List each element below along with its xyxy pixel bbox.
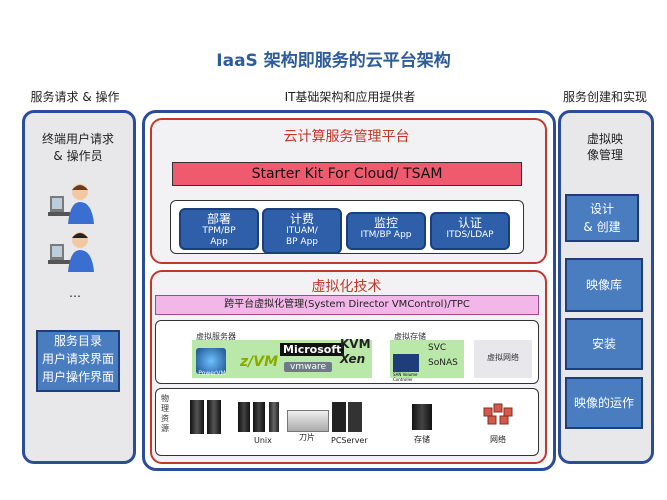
service-box-line: 用户请求界面 [41, 352, 114, 366]
design-create-line: 设计 [589, 202, 614, 216]
monitor-box: 监控 ITM/BP App [346, 212, 426, 250]
image-mgmt-label: 虚拟映 像管理 [560, 131, 650, 163]
deploy-sub: App [210, 237, 228, 247]
design-create-box: 设计 & 创建 [565, 194, 639, 242]
virtual-network-area [474, 340, 532, 378]
deploy-box: 部署 TPM/BP App [179, 208, 259, 250]
center-header: IT基础架构和应用提供者 [284, 90, 416, 104]
left-header: 服务请求 & 操作 [30, 90, 120, 104]
blade-label: 刀片 [299, 433, 315, 442]
left-panel [22, 110, 136, 464]
pc-server-icon [348, 402, 362, 432]
monitor-sub: ITM/BP App [360, 230, 412, 240]
monitor-title: 监控 [373, 216, 398, 230]
service-box-line: 服务目录 [53, 334, 102, 348]
image-mgmt-line: 像管理 [586, 148, 623, 162]
storage-icon [412, 404, 432, 430]
powervm-logo-icon [196, 348, 226, 374]
install-box: 安装 [565, 318, 643, 370]
sonas-label: SoNAS [428, 358, 458, 368]
deploy-sub: TPM/BP [202, 226, 236, 236]
right-header: 服务创建和实现 [562, 90, 647, 104]
kvm-logo: KVM [340, 337, 371, 351]
billing-box: 计费 ITUAM/ BP App [262, 208, 342, 254]
physical-label-char: 物 [161, 394, 169, 403]
image-library-box: 映像库 [565, 258, 643, 312]
users-label: 终端用户请求 & 操作员 [24, 131, 132, 165]
san-label: SAN Volume Controller [393, 372, 418, 382]
billing-sub: BP App [285, 237, 319, 247]
design-create-line: & 创建 [583, 220, 621, 234]
zvm-logo: z/VM [240, 354, 279, 370]
billing-title: 计费 [289, 212, 314, 226]
network-icon [483, 403, 513, 425]
unix-label: Unix [254, 436, 272, 445]
unix-server-icon [269, 402, 279, 432]
network-label: 网络 [490, 435, 506, 444]
virtualization-title: 虚拟化技术 [311, 279, 382, 295]
svc-label: SVC [428, 343, 447, 353]
user-at-computer-icon [48, 232, 94, 272]
image-operation-box: 映像的运作 [565, 377, 643, 429]
xen-logo: Xen [340, 352, 366, 366]
san-volume-controller-icon [393, 354, 419, 372]
cross-platform-bar: 跨平台虚拟化管理(System Director VMControl)/TPC [155, 295, 539, 315]
deploy-title: 部署 [206, 212, 231, 226]
users-label-line: 终端用户请求 [41, 132, 114, 146]
microsoft-logo: Microsoft [280, 343, 345, 356]
auth-sub: ITDS/LDAP [446, 230, 494, 240]
mgmt-platform-title: 云计算服务管理平台 [283, 129, 410, 145]
user-at-computer-icon [48, 184, 94, 224]
virtual-server-label: 虚拟服务器 [196, 332, 236, 341]
starter-kit-bar: Starter Kit For Cloud/ TSAM [172, 162, 522, 186]
powervm-label: PowerVM [198, 370, 226, 377]
auth-title: 认证 [457, 216, 482, 230]
billing-sub: ITUAM/ [286, 226, 318, 236]
unix-server-icon [253, 402, 265, 432]
auth-box: 认证 ITDS/LDAP [430, 212, 510, 250]
users-ellipsis: … [69, 286, 81, 300]
pc-server-icon [332, 402, 346, 432]
service-catalog-box: 服务目录 用户请求界面 用户操作界面 [36, 330, 120, 392]
service-box-line: 用户操作界面 [41, 370, 114, 384]
mainframe-icon [190, 400, 204, 434]
storage-label: 存储 [414, 435, 430, 444]
diagram-title: IaaS 架构即服务的云平台架构 [216, 51, 451, 71]
vmware-logo: vmware [284, 362, 333, 372]
image-mgmt-line: 虚拟映 [586, 132, 623, 146]
unix-server-icon [238, 402, 250, 432]
blade-server-icon [287, 410, 329, 432]
mainframe-icon [207, 400, 221, 434]
virtual-network-label: 虚拟网络 [487, 353, 519, 362]
virtual-storage-label: 虚拟存储 [394, 332, 426, 341]
users-label-line: & 操作员 [53, 149, 103, 163]
pcserver-label: PCServer [331, 436, 368, 445]
physical-label-char: 理 [161, 404, 169, 413]
physical-label-char: 资 [161, 414, 169, 423]
physical-resources-label: 物 理 资 源 [158, 394, 172, 434]
physical-label-char: 源 [161, 424, 169, 433]
